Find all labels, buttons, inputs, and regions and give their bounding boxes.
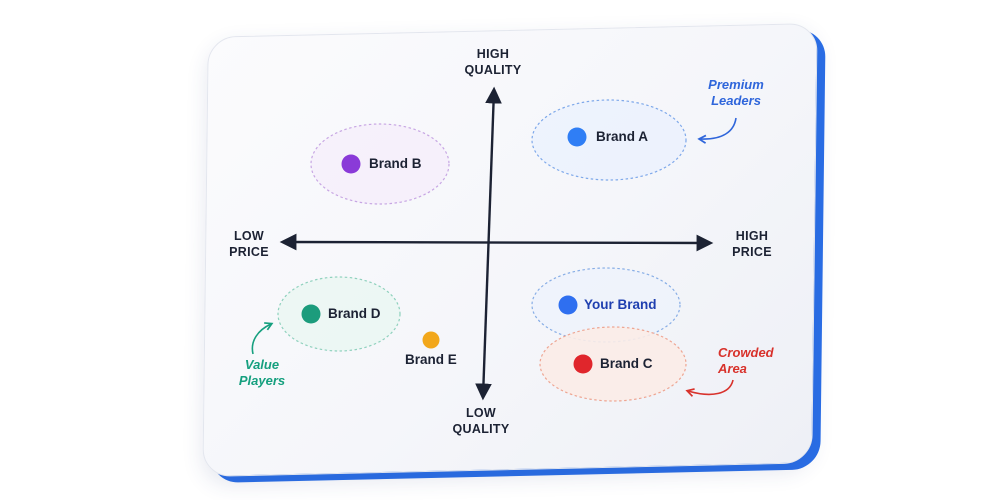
brand-e-label: Brand E — [405, 352, 457, 367]
brand-c-label: Brand C — [600, 356, 653, 371]
axis-label-line: LOW — [233, 229, 265, 243]
brand-c-cluster — [539, 326, 687, 402]
brand-d-label: Brand D — [328, 306, 381, 321]
brand-a-cluster — [531, 99, 687, 181]
premium-leaders-note: Premium Leaders — [703, 77, 769, 110]
note-line: Value — [244, 357, 280, 372]
brand-b-dot — [341, 154, 361, 174]
brand-c-dot — [573, 354, 593, 374]
your-brand-label: Your Brand — [584, 297, 657, 312]
brand-b-cluster — [310, 123, 450, 205]
premium-leaders-arrow — [697, 117, 737, 144]
brand-e-dot — [422, 331, 440, 349]
axis-label-line: QUALITY — [452, 421, 510, 436]
axis-label-high-price: HIGH PRICE — [722, 229, 782, 260]
brand-d-dot — [301, 304, 321, 324]
horizontal-price-axis — [279, 233, 714, 252]
value-players-note: Value Players — [232, 357, 292, 390]
note-line: Area — [718, 361, 747, 377]
note-line: Crowded — [718, 345, 774, 360]
axis-label-line: QUALITY — [464, 62, 522, 77]
axis-label-line: PRICE — [732, 244, 772, 259]
note-line: Players — [238, 373, 286, 389]
axis-label-line: HIGH — [735, 229, 769, 243]
your-brand-cluster — [531, 267, 681, 343]
value-players-arrow — [251, 322, 274, 355]
axis-label-low-price: LOW PRICE — [219, 229, 279, 260]
axis-label-low-quality: LOW QUALITY — [444, 406, 518, 437]
brand-a-label: Brand A — [596, 129, 649, 144]
axis-label-high-quality: HIGH QUALITY — [456, 47, 530, 78]
crowded-area-note: Crowded Area — [718, 345, 774, 378]
axis-label-line: HIGH — [476, 47, 510, 61]
note-line: Leaders — [711, 93, 761, 109]
brand-d-cluster — [277, 276, 401, 352]
note-line: Premium — [708, 77, 764, 92]
axis-label-line: LOW — [465, 406, 497, 420]
brand-a-dot — [567, 127, 587, 147]
brand-b-label: Brand B — [369, 156, 422, 171]
crowded-area-arrow — [685, 379, 734, 397]
your-brand-dot — [558, 295, 578, 315]
axis-label-line: PRICE — [229, 244, 269, 259]
